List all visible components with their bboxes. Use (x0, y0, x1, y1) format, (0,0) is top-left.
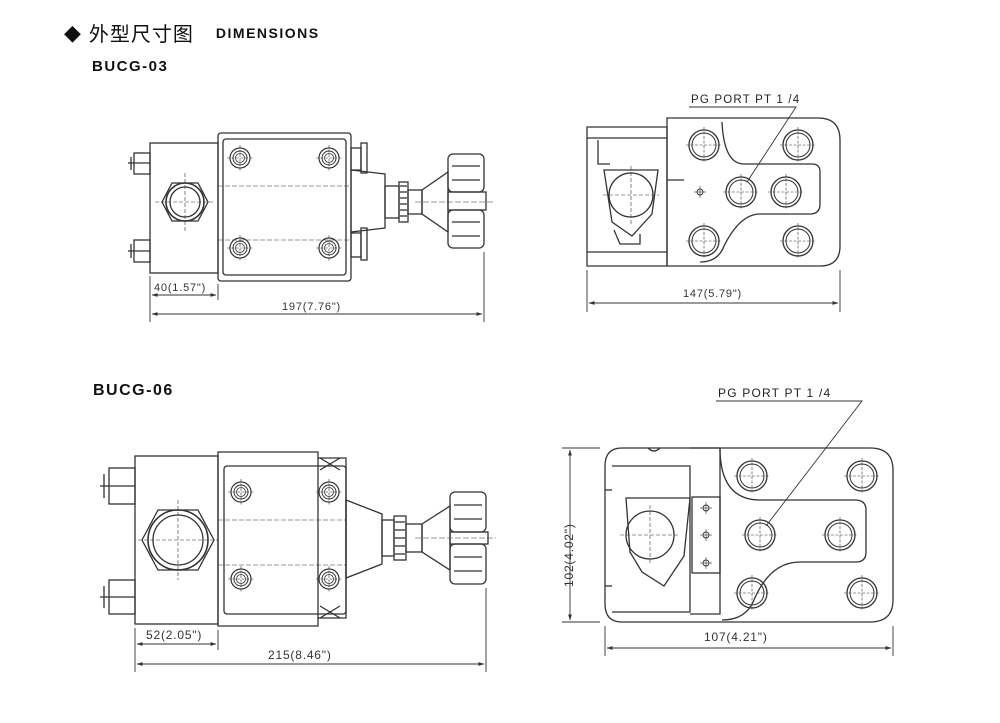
model-title-bucg-03: BUCG-03 (92, 58, 169, 75)
bucg-03-end-view (586, 117, 841, 267)
bucg-03-end-bolts (685, 126, 817, 260)
diamond-bullet-icon: ◆ (64, 19, 81, 45)
dim-width-06: 107(4.21") (704, 630, 768, 644)
dim-height-06: 102(4.02") (562, 523, 576, 587)
dim-width-03: 147(5.79") (683, 288, 742, 300)
dim-length-03: 197(7.76") (282, 301, 341, 313)
bucg-06-side-view (100, 451, 496, 627)
section-title-english: DIMENSIONS (215, 24, 320, 41)
model-title-bucg-06: BUCG-06 (93, 382, 174, 399)
port-label-03: PG PORT PT 1 /4 (691, 94, 800, 106)
dim-length-06: 215(8.46") (268, 648, 332, 662)
bucg-03-side-dimension-lines (149, 252, 485, 322)
bucg-03-side-view (128, 132, 495, 282)
dim-flange-03: 40(1.57") (154, 282, 206, 294)
bucg-06-body-bolts (227, 478, 343, 593)
section-title-chinese: 外型尺寸图 (88, 22, 194, 46)
section-header: ◆ 外型尺寸图 DIMENSIONS (64, 18, 320, 47)
dim-flange-06: 52(2.05") (146, 628, 202, 642)
bucg-06-end-view (604, 447, 894, 623)
bucg-06-side-dimension-lines (134, 588, 487, 672)
bucg-06-end-bolts (699, 457, 881, 612)
bucg-03-body-bolts (226, 144, 343, 262)
bucg-06-end-dimension-lines (562, 400, 894, 656)
bucg-03-end-dimension-lines (586, 106, 841, 312)
port-label-06: PG PORT PT 1 /4 (718, 386, 831, 400)
